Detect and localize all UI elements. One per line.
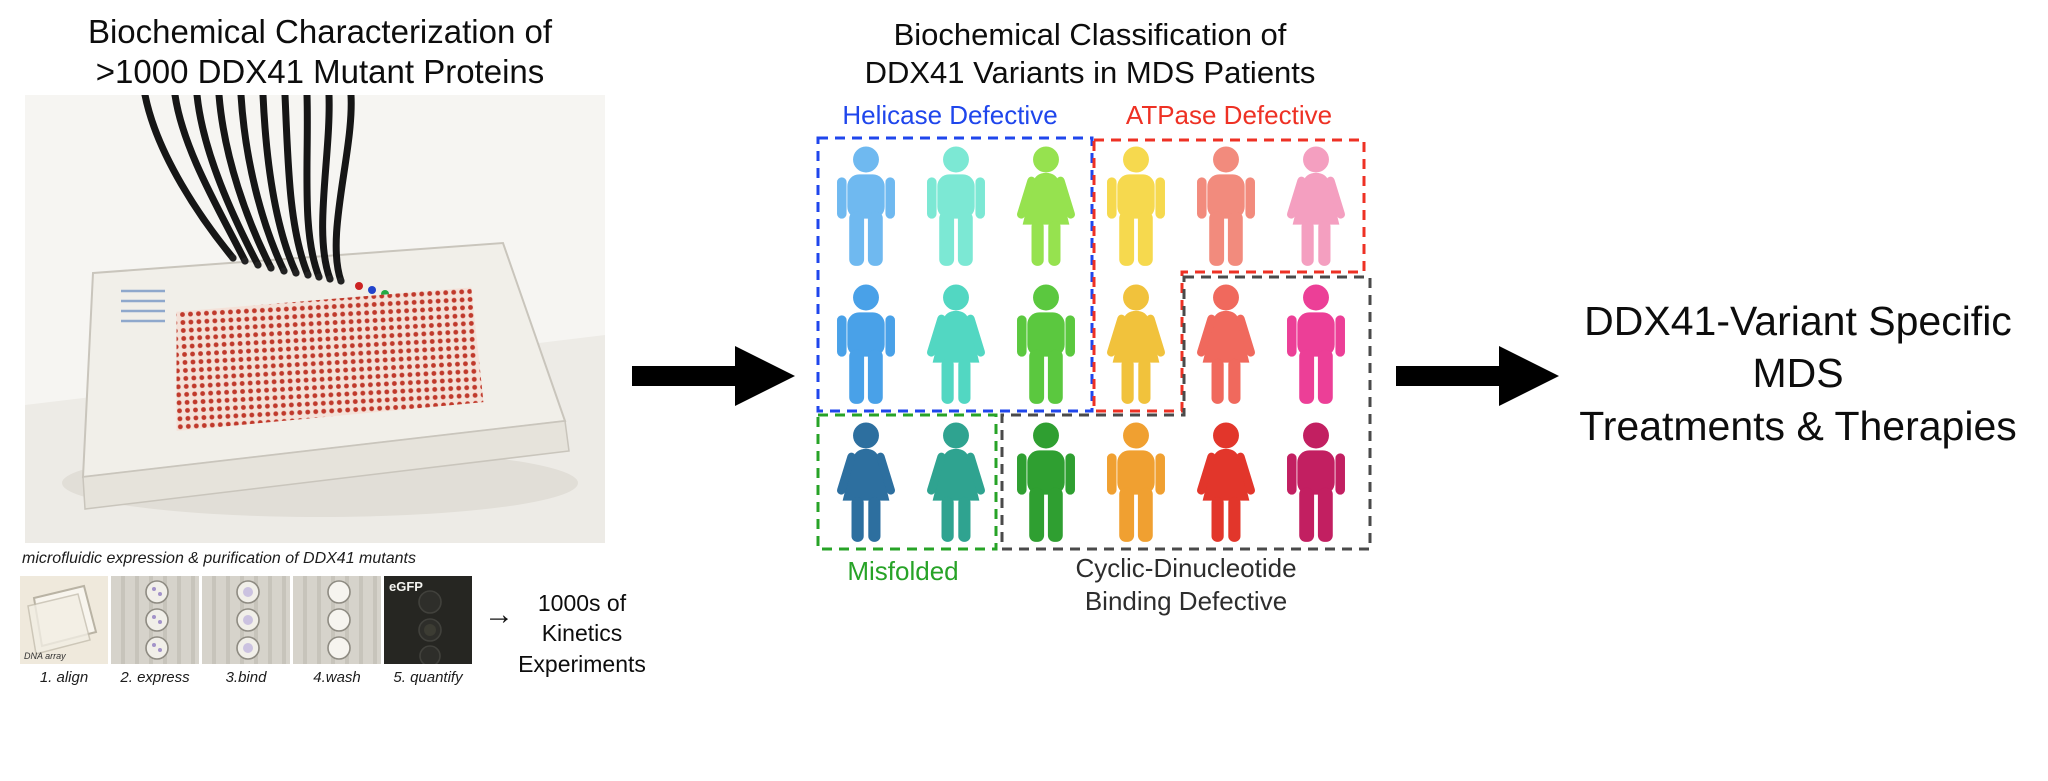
misfolded-label: Misfolded [847, 556, 959, 586]
right-panel-title-line1: DDX41-Variant Specific [1584, 298, 2012, 344]
person-male-icon [1287, 284, 1345, 404]
quantify-panel-art: eGFP [384, 576, 472, 664]
person-female-icon [1006, 145, 1086, 267]
helicase-box-outline [816, 136, 1094, 413]
person-male-icon [1287, 422, 1345, 542]
person-female-icon [1276, 145, 1356, 267]
person-male-icon [1107, 422, 1165, 542]
workflow-caption: microfluidic expression & purification o… [22, 550, 416, 567]
connector-pins [229, 254, 345, 285]
tubing-wires [141, 95, 355, 285]
kinetics-caption-line2: Kinetics [541, 620, 623, 647]
bind-panel-art [202, 576, 290, 664]
middle-panel-title-line2: DDX41 Variants in MDS Patients [864, 54, 1316, 90]
person-male-icon [1197, 146, 1255, 266]
atpase-box-outline [1092, 138, 1366, 413]
egfp-readout-icon [418, 590, 442, 664]
workflow-strip: DNA array 1. align 2. express [20, 576, 472, 686]
workflow-panel-quantify: eGFP 5. quantify [384, 576, 472, 686]
person-female-icon [916, 421, 996, 543]
kinetics-caption-line3: Experiments [518, 650, 646, 677]
right-panel-title-line3: Treatments & Therapies [1579, 402, 2017, 449]
left-panel-title-line2: >1000 DDX41 Mutant Proteins [95, 53, 545, 91]
person-male-icon [1017, 284, 1075, 404]
misfolded-box-outline [816, 413, 998, 551]
right-panel-title: DDX41-Variant Specific MDS Treatments & … [1548, 295, 2048, 452]
microfluidic-device-photo [25, 95, 605, 543]
middle-panel-title: Biochemical Classification of DDX41 Vari… [790, 16, 1390, 92]
atpase-label: ATPase Defective [1125, 100, 1333, 130]
workflow-panel-bind: 3.bind [202, 576, 290, 686]
person-female-icon [1186, 421, 1266, 543]
left-panel-title-line1: Biochemical Characterization of [87, 13, 553, 50]
person-male-icon [837, 146, 895, 266]
wash-panel-art [293, 576, 381, 664]
right-panel-title-line2: MDS [1752, 350, 1844, 397]
classification-boxes [816, 136, 1372, 551]
helicase-label: Helicase Defective [842, 100, 1058, 130]
cdn-label: Cyclic-Dinucleotide Binding Defective [996, 552, 1376, 617]
express-panel-art [111, 576, 199, 664]
workflow-step-label: 4.wash [313, 669, 361, 686]
workflow-panel-align: DNA array 1. align [20, 576, 108, 686]
serpentine-channels [121, 289, 165, 323]
person-female-icon [826, 421, 906, 543]
person-male-icon [927, 146, 985, 266]
unit-cells-wash-icon [327, 580, 351, 660]
flow-arrow-left-icon [632, 346, 795, 406]
workflow-panel-express: 2. express [111, 576, 199, 686]
dna-array-sheet-icon [27, 584, 98, 655]
workflow-step-label: 1. align [39, 669, 89, 686]
acrylic-slab-edge [82, 420, 570, 510]
unit-cells-express-icon [145, 580, 169, 660]
person-male-icon [837, 284, 895, 404]
workflow-step-label: 5. quantify [393, 669, 463, 686]
egfp-label: eGFP [389, 579, 423, 594]
cdn-label-line2: Binding Defective [1084, 585, 1288, 616]
align-panel-art: DNA array [20, 576, 108, 664]
kinetics-caption-line1: 1000s of [537, 590, 627, 616]
workflow-panel-wash: 4.wash [293, 576, 381, 686]
arrow-right-icon: → [484, 598, 514, 631]
person-female-icon [1186, 283, 1266, 405]
person-female-icon [1096, 283, 1176, 405]
workflow-step-label: 3.bind [225, 669, 267, 686]
flow-arrow-right-icon [1396, 346, 1559, 406]
workflow-step-label: 2. express [120, 669, 190, 686]
person-male-icon [1107, 146, 1165, 266]
kinetics-caption: 1000s of Kinetics Experiments [502, 588, 662, 679]
person-female-icon [916, 283, 996, 405]
cdn-label-line1: Cyclic-Dinucleotide [1075, 553, 1297, 583]
unit-cells-bind-icon [236, 580, 260, 660]
cdn-box-outline [1000, 275, 1372, 551]
left-panel-title: Biochemical Characterization of >1000 DD… [10, 12, 630, 93]
dna-array-label: DNA array [24, 651, 66, 661]
person-male-icon [1017, 422, 1075, 542]
middle-panel-title-line1: Biochemical Classification of [893, 17, 1287, 52]
